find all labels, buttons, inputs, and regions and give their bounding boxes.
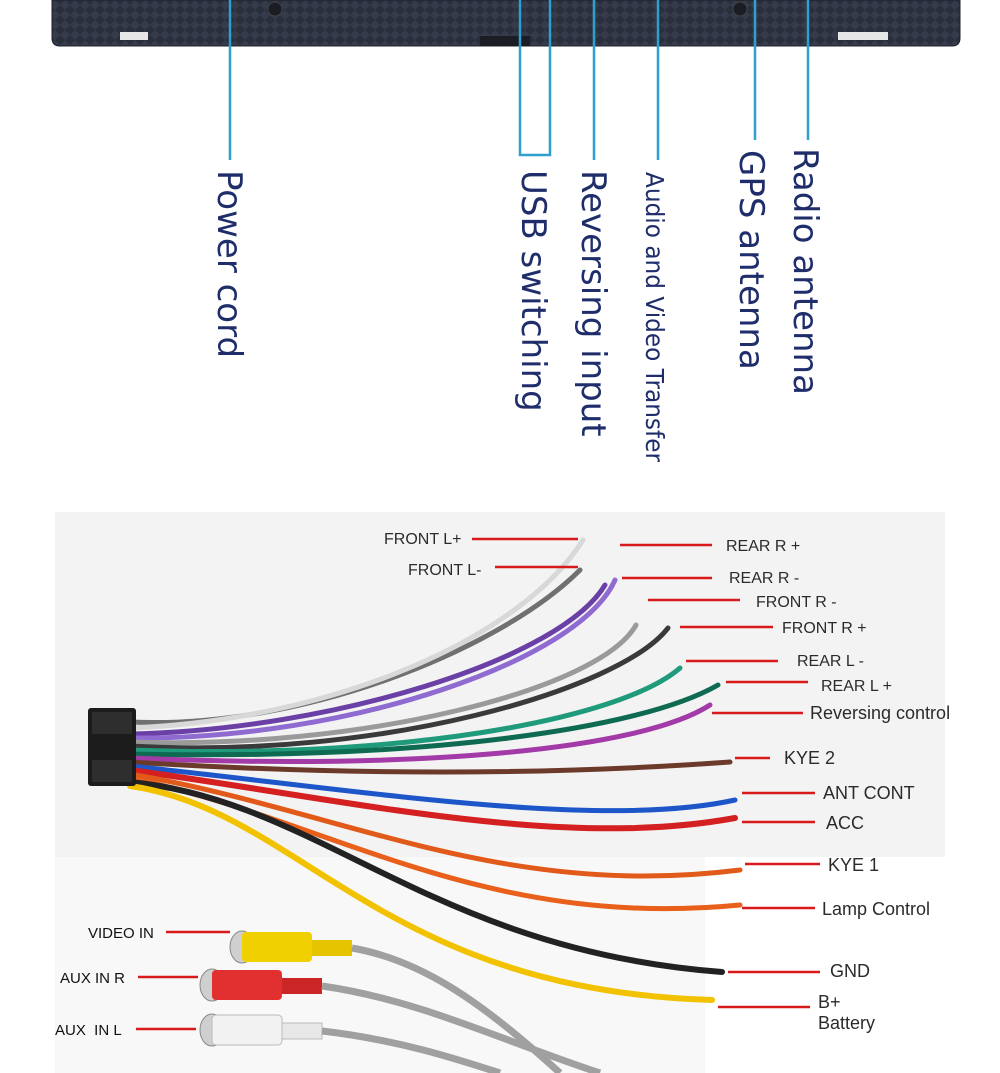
harness-wires bbox=[127, 537, 743, 1003]
connector-leader-lines bbox=[228, 0, 810, 160]
device-connector-diagram: Power cord USB switching Reversing input… bbox=[51, 0, 961, 463]
rca-plug-video-in bbox=[229, 930, 352, 964]
screw-hole bbox=[267, 1, 283, 17]
aux-in-l-label: AUX IN L bbox=[55, 1022, 122, 1039]
reversing-control-label: Reversing control bbox=[810, 703, 950, 723]
radio-antenna-label: Radio antenna bbox=[785, 148, 825, 395]
battery-label: Battery bbox=[818, 1013, 875, 1033]
b-plus-label: B+ bbox=[818, 992, 841, 1012]
front-r-minus-label: FRONT R - bbox=[756, 594, 837, 611]
rear-r-minus-label: REAR R - bbox=[729, 570, 799, 587]
acc-label: ACC bbox=[826, 813, 864, 833]
reversing-input-label: Reversing input bbox=[573, 170, 613, 437]
rear-l-plus-label: REAR L + bbox=[821, 678, 892, 695]
front-l-minus-label: FRONT L- bbox=[408, 562, 481, 579]
front-l-plus-label: FRONT L+ bbox=[384, 531, 462, 548]
aux-in-r-label: AUX IN R bbox=[60, 970, 125, 987]
screw-hole bbox=[732, 1, 748, 17]
photo-background bbox=[55, 512, 945, 857]
power-cord-label: Power cord bbox=[209, 170, 249, 358]
lamp-control-label: Lamp Control bbox=[822, 899, 930, 919]
av-transfer-label: Audio and Video Transfer bbox=[640, 172, 669, 463]
harness-connector bbox=[88, 708, 136, 786]
head-unit-body bbox=[51, 0, 961, 47]
gps-antenna-label: GPS antenna bbox=[731, 150, 771, 370]
ant-cont-label: ANT CONT bbox=[823, 783, 915, 803]
front-r-plus-label: FRONT R + bbox=[782, 620, 867, 637]
rear-r-plus-label: REAR R + bbox=[726, 538, 800, 555]
video-in-label: VIDEO IN bbox=[88, 925, 154, 942]
rca-plug-aux-in-l bbox=[199, 1013, 323, 1047]
rca-plug-aux-in-r bbox=[199, 968, 322, 1002]
gnd-label: GND bbox=[830, 961, 870, 981]
kye2-label: KYE 2 bbox=[784, 748, 835, 768]
mount-tab-left bbox=[120, 32, 148, 40]
mount-tab-right bbox=[838, 32, 888, 40]
kye1-label: KYE 1 bbox=[828, 855, 879, 875]
usb-switching-label: USB switching bbox=[513, 170, 553, 412]
rear-l-minus-label: REAR L - bbox=[797, 653, 864, 670]
wire-leader-lines bbox=[136, 537, 820, 1031]
